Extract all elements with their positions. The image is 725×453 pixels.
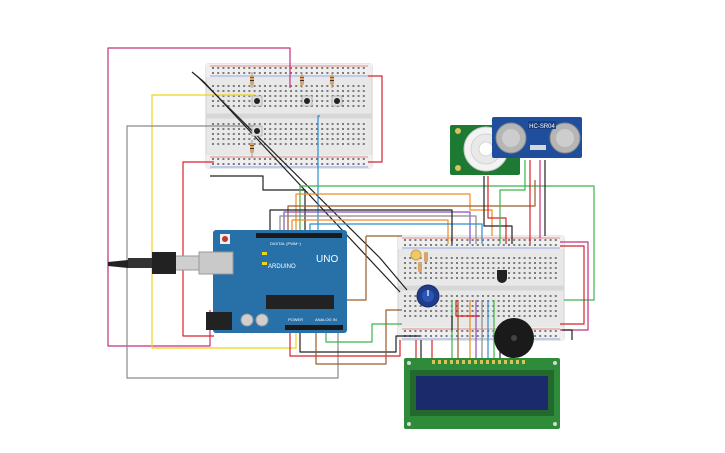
wire-red [455,300,480,317]
wire-green [325,323,402,343]
pushbutton[interactable] [331,95,343,107]
ultrasonic-model-label: HC-SR04 [529,124,555,130]
wire-gray [126,125,339,379]
ultrasonic-sensor[interactable]: HC-SR04 [492,117,582,158]
wire-yellow [151,94,297,349]
wire-purple [283,211,471,244]
arduino-brand-label: ARDUINO [268,264,296,270]
wire-red [560,245,585,325]
potentiometer[interactable] [416,284,440,308]
wire-red [182,161,214,337]
usb-cable [108,252,200,274]
photoresistor[interactable] [410,249,428,262]
wire-blue [309,223,483,244]
wire-red [289,330,401,357]
wire-brown [315,309,402,365]
wire-green [499,160,526,244]
arduino-analog-label: ANALOG IN [315,317,337,322]
piezo-buzzer[interactable] [494,318,534,358]
arduino-uno[interactable]: ARDUINO UNO DIGITAL (PWM~) POWER ANALOG … [198,230,347,333]
wire-brown [342,236,367,301]
wire-orange [291,219,449,244]
resistor[interactable] [250,72,254,88]
wire-black [562,329,573,340]
pushbutton[interactable] [251,95,263,107]
temperature-sensor[interactable] [497,270,507,283]
breadboard-right[interactable] [397,235,565,341]
wire-magenta [560,241,589,331]
wire-black [196,75,408,291]
wires [107,47,595,379]
wire-red [368,75,383,163]
resistor[interactable] [300,72,304,88]
lcd-pins [432,360,525,364]
wire-black [269,209,453,244]
resistor[interactable] [330,72,334,88]
resistor-bank-top[interactable] [250,72,334,158]
wire-gray [279,215,477,244]
wire-black [191,71,401,293]
pushbutton[interactable] [251,125,263,137]
wire-orange [295,193,493,236]
wire-brown [287,180,536,232]
wire-black [299,330,420,353]
pushbutton[interactable] [301,95,313,107]
pushbuttons[interactable] [251,95,343,137]
resistor[interactable] [418,262,422,272]
arduino-board-name: UNO [316,254,338,265]
arduino-digital-label: DIGITAL (PWM~) [270,241,302,246]
wire-magenta [107,47,291,347]
resistor[interactable] [250,140,254,158]
wire-red [487,176,507,244]
wire-black [483,176,513,244]
arduino-power-label: POWER [288,317,303,322]
breadboard-top[interactable] [205,63,373,169]
lcd-display[interactable] [404,358,560,429]
wire-blue [317,115,320,232]
wire-black [210,175,306,232]
